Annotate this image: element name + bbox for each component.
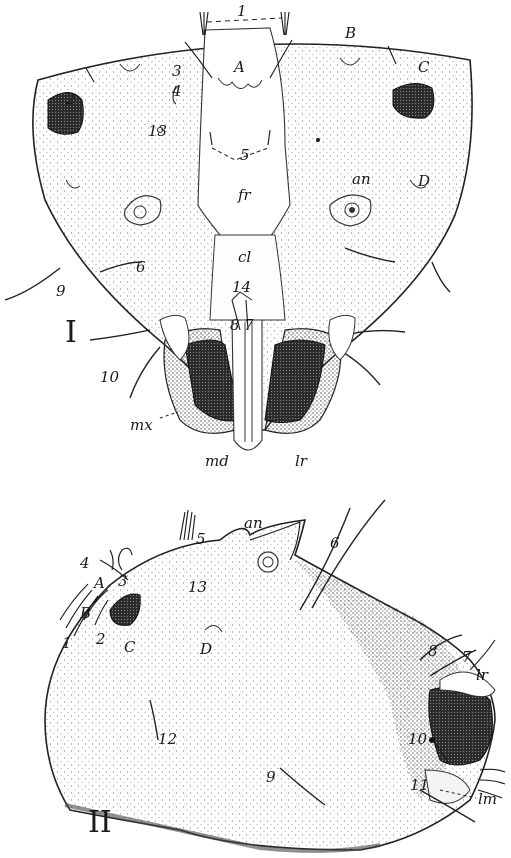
label-ii-12: 12 — [158, 730, 177, 748]
eye-patch-right — [393, 83, 434, 118]
label-lr: lr — [295, 452, 308, 470]
figure-i-numeral: I — [65, 315, 77, 350]
label-d: D — [417, 172, 430, 190]
seta-9 — [5, 268, 60, 300]
label-ii-lm: lm — [478, 790, 497, 808]
figure-ii-head-lateral — [45, 500, 505, 851]
label-ii-2: 2 — [95, 630, 106, 648]
label-4: 4 — [171, 82, 182, 100]
seta-9-right — [432, 262, 450, 292]
figure-i-head-front — [5, 12, 472, 450]
label-ii-an: an — [244, 514, 263, 532]
leader-mx — [160, 412, 178, 418]
label-a: A — [232, 58, 245, 76]
setae-5-lateral — [180, 510, 195, 540]
label-ii-10: 10 — [408, 730, 428, 748]
mouth-dark-region — [429, 687, 493, 765]
label-ii-lr: lr — [476, 666, 489, 684]
label-7: 7 — [244, 316, 254, 334]
seta-10-left — [130, 347, 160, 398]
label-ii-a: A — [92, 574, 105, 592]
label-9: 9 — [56, 282, 66, 300]
label-cl: cl — [238, 248, 251, 266]
label-ii-4: 4 — [79, 554, 90, 572]
label-13: 13 — [148, 122, 167, 140]
label-10: 10 — [100, 368, 120, 386]
label-5: 5 — [240, 146, 250, 164]
label-ii-9: 9 — [266, 768, 276, 786]
label-1: 1 — [237, 2, 247, 20]
label-ii-11: 11 — [410, 776, 429, 794]
label-an: an — [352, 170, 371, 188]
label-ii-8: 8 — [428, 642, 438, 660]
label-ii-13: 13 — [188, 578, 207, 596]
label-b: B — [344, 24, 356, 42]
label-ii-7: 7 — [462, 648, 472, 666]
label-ii-1: 1 — [62, 634, 72, 652]
label-14: 14 — [232, 278, 251, 296]
label-ii-c: C — [124, 638, 136, 656]
label-mx: mx — [130, 416, 153, 434]
label-ii-3: 3 — [118, 572, 128, 590]
labrum — [232, 320, 262, 450]
setae-1-right — [281, 12, 289, 35]
antenna-lateral — [258, 552, 278, 572]
label-ii-6: 6 — [330, 534, 340, 552]
label-ii-d: D — [199, 640, 212, 658]
label-6: 6 — [136, 258, 146, 276]
figure-ii-numeral: II — [88, 805, 112, 840]
label-ii-b: B — [79, 604, 91, 622]
label-fr: fr — [237, 186, 252, 204]
seta-10-lateral — [90, 330, 150, 340]
label-ii-5: 5 — [196, 530, 206, 548]
hook-a — [119, 548, 133, 570]
label-3: 3 — [172, 62, 182, 80]
label-8: 8 — [230, 316, 240, 334]
label-c: C — [418, 58, 430, 76]
label-md: md — [205, 452, 229, 470]
label-2: 2 — [65, 90, 76, 108]
